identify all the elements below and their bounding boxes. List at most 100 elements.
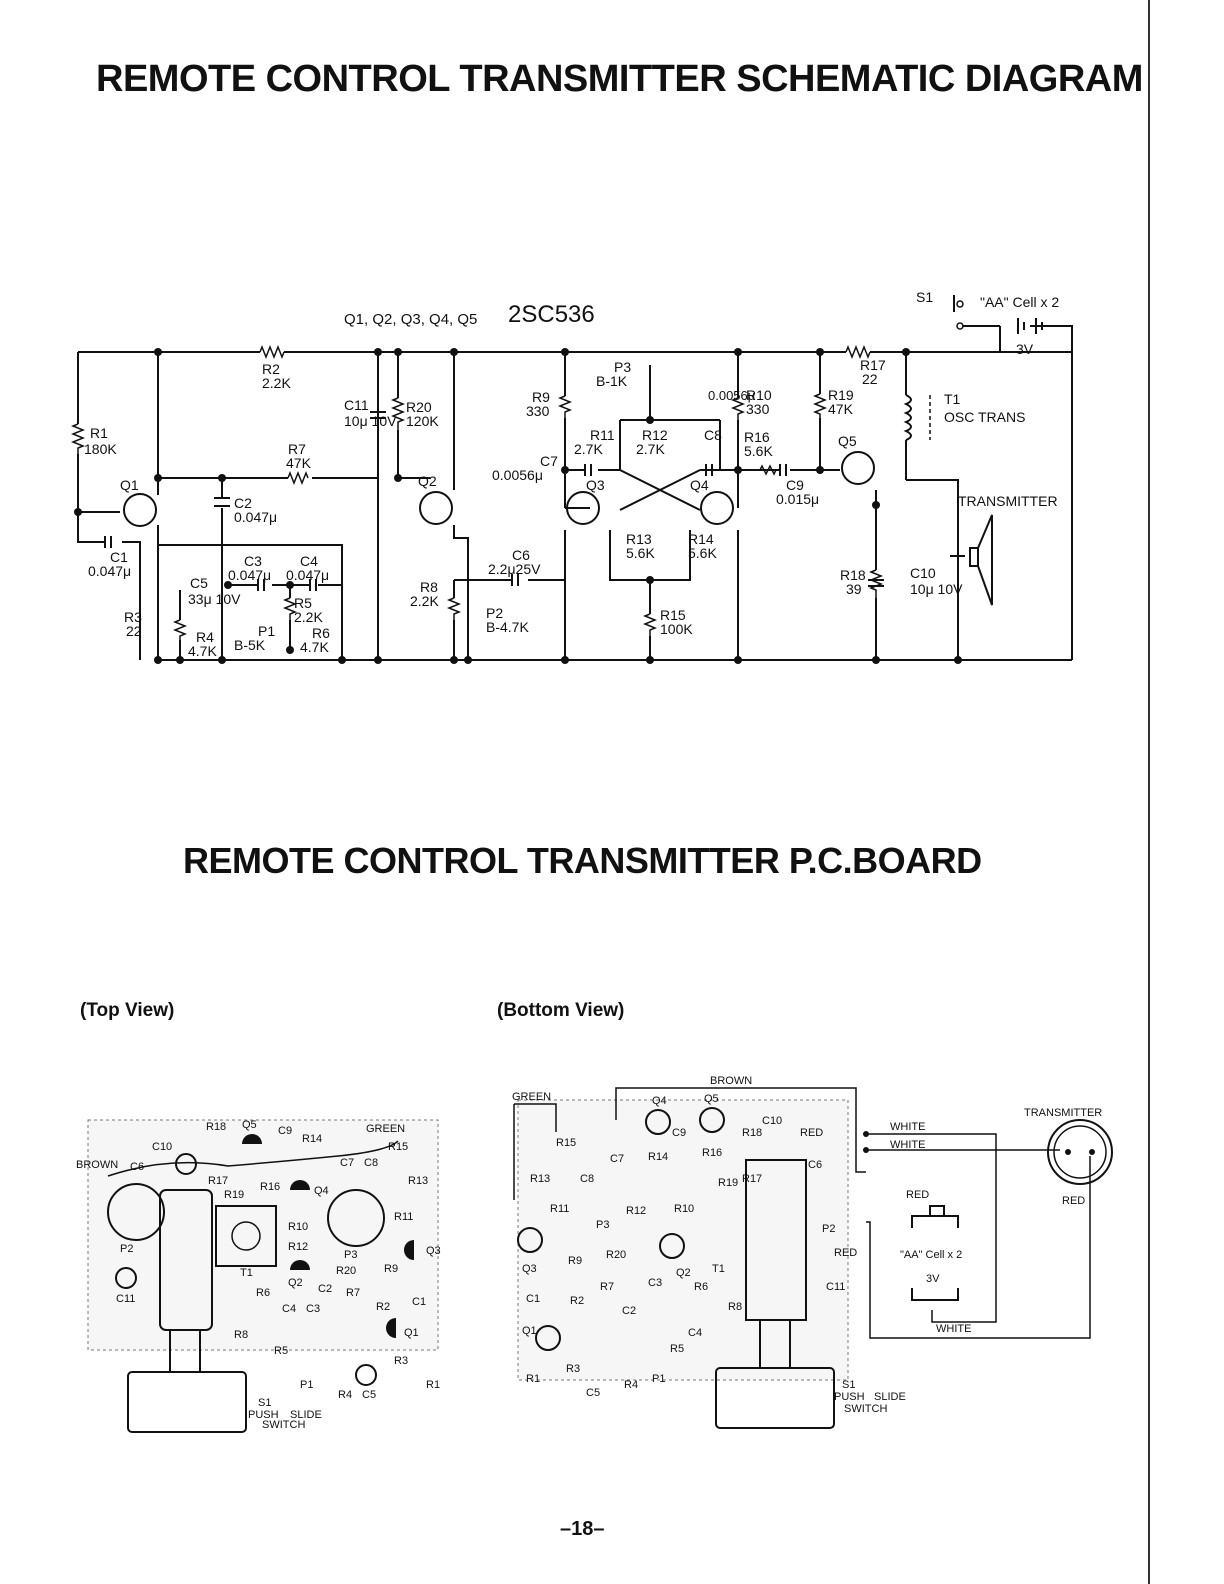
p1-ref: P1 [258,623,275,639]
q1-label: Q1 [120,477,139,493]
pcb-bottom-label-r17: R17 [742,1173,762,1185]
q5-label: Q5 [838,433,857,449]
r2-value: 2.2K [262,375,291,391]
pcb-bottom-misc-labels: BROWN GREEN WHITE WHITE WHITE RED RED RE… [248,1075,1102,1431]
pcb-top-label-t1: T1 [240,1267,253,1279]
pcb-bottom-label-t1: T1 [712,1263,725,1275]
r15-ref: R15 [660,607,686,623]
transformer-ref: T1 [944,391,961,407]
pcb-top-label-r20: R20 [336,1265,356,1277]
pcb-top-label-c6: C6 [130,1161,144,1173]
pcb-bottom-switch-desc-2: SLIDE [874,1391,906,1403]
r17-ref: R17 [860,357,886,373]
wire-red-label-3: RED [834,1247,857,1259]
r5-ref: R5 [294,595,312,611]
pcb-bottom-label-c7: C7 [610,1153,624,1165]
pcb-battery-label: "AA" Cell x 2 [900,1249,962,1261]
c1-ref: C1 [110,549,128,565]
wire-white-label-3: WHITE [936,1323,971,1335]
r20-ref: R20 [406,399,432,415]
p2-ref: P2 [486,605,503,621]
r16-value: 5.6K [744,443,773,459]
pcb-top-view [87,1119,439,1433]
c8-ref: C8 [704,427,722,443]
pcb-top-label-c2: C2 [318,1283,332,1295]
pcb-bottom-label-r11: R11 [550,1203,569,1215]
pcb-top-label-r2: R2 [376,1301,390,1313]
pcb-bottom-label-r7: R7 [600,1281,614,1293]
pcb-top-label-c9: C9 [278,1125,292,1137]
pcb-top-label-c5: C5 [362,1389,376,1401]
pcb-top-label-r4: R4 [338,1389,352,1401]
pcb-bottom-label-c11: C11 [826,1281,845,1293]
pcb-top-label-r6: R6 [256,1287,270,1299]
pcb-top-label-p2: P2 [120,1243,133,1255]
c1-value: 0.047μ [88,563,131,579]
pcb-bottom-label-c5: C5 [586,1387,600,1399]
r18-ref: R18 [840,567,866,583]
pcb-top-label-r8: R8 [234,1329,248,1341]
transistor-type: 2SC536 [508,301,595,328]
q3-label: Q3 [586,477,605,493]
wire-white-label-1: WHITE [890,1121,925,1133]
p1-value: B-5K [234,637,266,653]
bottom-view-label: (Bottom View) [497,1000,625,1021]
pcb-bottom-label-c6: C6 [808,1159,822,1171]
pcb-bottom-label-q2: Q2 [676,1267,691,1279]
pcb-bottom-label-q3: Q3 [522,1263,537,1275]
r19-ref: R19 [828,387,854,403]
r6-value: 4.7K [300,639,329,655]
pcb-top-label-q4: Q4 [314,1185,329,1197]
pcb-bottom-label-r19: R19 [718,1177,738,1189]
pcb-top-label-q3: Q3 [426,1245,441,1257]
pcb-bottom-label-r8: R8 [728,1301,742,1313]
r8-ref: R8 [420,579,438,595]
r1-value: 180K [84,441,117,457]
pcb-bottom-view [513,1087,1113,1429]
r20-value: 120K [406,413,439,429]
r17-value: 22 [862,371,878,387]
pcb-bottom-label-r1: R1 [526,1373,540,1385]
pcb-top-label-r16: R16 [260,1181,280,1193]
r7-value: 47K [286,455,312,471]
r19-value: 47K [828,401,854,417]
c3-ref: C3 [244,553,262,569]
r13-ref: R13 [626,531,652,547]
r3-ref: R3 [124,609,142,625]
pcb-top-label-c10: C10 [152,1141,172,1153]
r16-ref: R16 [744,429,770,445]
pcb-top-label-r17: R17 [208,1175,228,1187]
pcb-top-label-c11: C11 [116,1293,135,1305]
switch-ref: S1 [916,289,933,305]
pcb-bottom-label-r20: R20 [606,1249,626,1261]
schematic-transformer [903,394,931,441]
pcb-top-label-c4: C4 [282,1303,296,1315]
q2-label: Q2 [418,473,437,489]
pcb-top-label-r5: R5 [274,1345,288,1357]
r4-ref: R4 [196,629,214,645]
c7-value: 0.0056μ [492,467,543,483]
pcb-bottom-label-c1: C1 [526,1293,540,1305]
c9-ref: C9 [786,477,804,493]
pcb-bottom-label-r13: R13 [530,1173,550,1185]
c11-ref: C11 [344,397,369,413]
r9-value: 330 [526,403,550,419]
pcb-top-label-r11: R11 [394,1211,413,1223]
r1-ref: R1 [90,425,108,441]
schematic-capacitors [104,411,884,591]
pcb-top-switch-desc-3: SWITCH [262,1419,305,1431]
pcb-bottom-label-c8: C8 [580,1173,594,1185]
pcb-top-switch-ref: S1 [258,1397,271,1409]
r7-ref: R7 [288,441,306,457]
wire-red-label-2: RED [906,1189,929,1201]
pcb-bottom-label-q5: Q5 [704,1093,719,1105]
pcb-bottom-label-q4: Q4 [652,1095,667,1107]
pcb-bottom-label-r12: R12 [626,1205,646,1217]
c8-value: 0.0056μ [708,388,755,403]
pcb-bottom-label-p2: P2 [822,1223,835,1235]
pcb-bottom-label-c9: C9 [672,1127,686,1139]
pcb-top-label-r1: R1 [426,1379,440,1391]
pcb-bottom-label-r15: R15 [556,1137,576,1149]
pcb-bottom-label-r2: R2 [570,1295,584,1307]
